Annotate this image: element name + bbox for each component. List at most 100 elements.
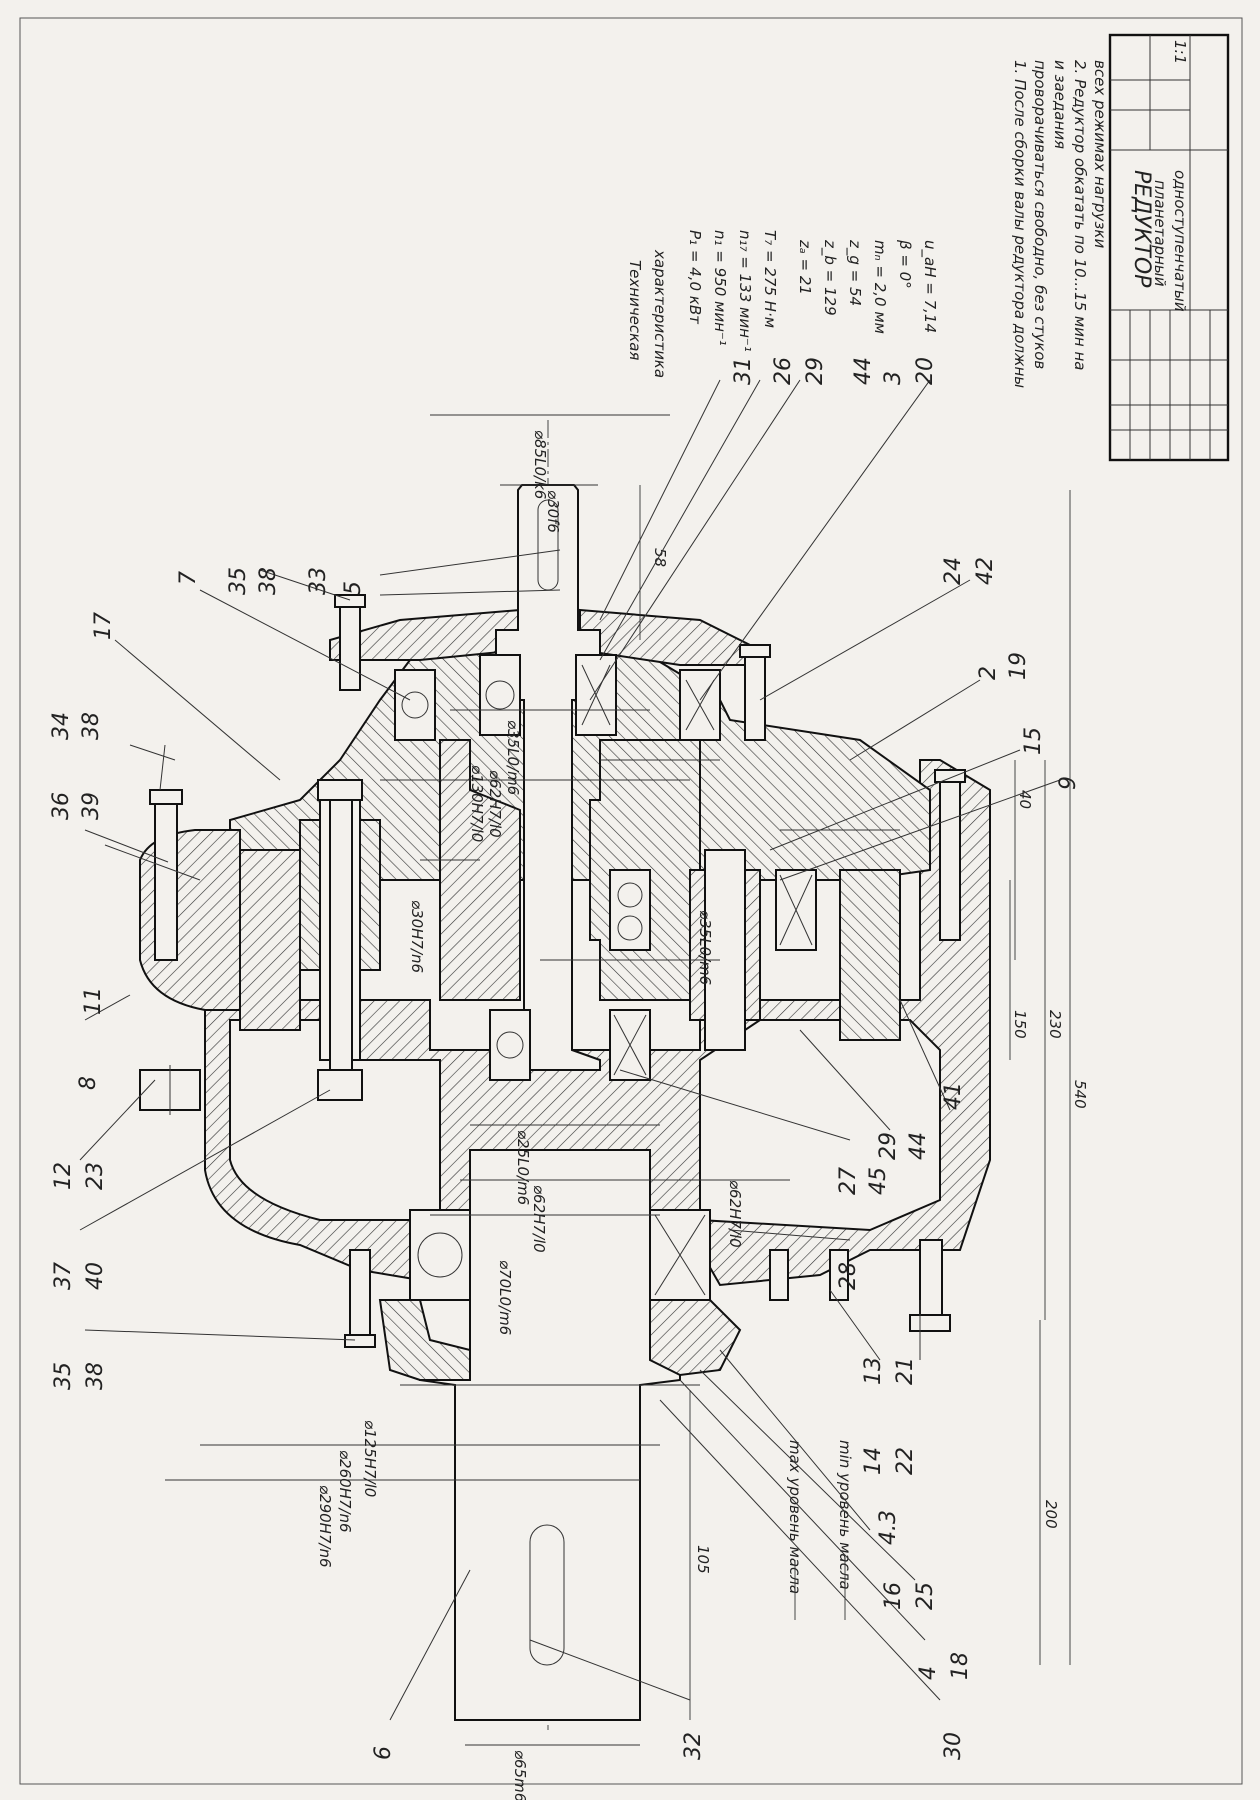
callouts-top: 36 39 34 38 17 7 35 38 33 5 <box>49 567 366 820</box>
dim-25: ⌀25L0/m6 <box>514 1130 532 1205</box>
dimension-lines <box>165 414 1071 1746</box>
callout-36: 36 <box>49 792 74 820</box>
callout-9: 9 <box>1056 776 1081 790</box>
dim-35-m6b: ⌀35L0/m6 <box>696 910 714 985</box>
dim-40: 40 <box>1016 790 1034 809</box>
output-keyway <box>529 1524 565 1666</box>
dim-540: 540 <box>1071 1080 1089 1109</box>
note-line-1: проворачиваться свободно, без стуков <box>1031 60 1049 369</box>
callouts-left: 11 8 12 23 37 40 35 38 <box>51 987 108 1390</box>
callout-40: 40 <box>83 1262 108 1290</box>
input-shaft <box>495 484 601 1071</box>
housing-cavity <box>229 1019 441 1221</box>
title-subtitle-1: планетарный <box>1151 180 1169 287</box>
callout-6: 6 <box>371 1746 396 1760</box>
planet-axle-nut <box>317 1069 363 1101</box>
callout-27: 27 <box>836 1167 861 1195</box>
note-line-2: и заедания <box>1051 60 1069 149</box>
note-line-3: 2. Редуктор обкатать по 10...15 мин на <box>1071 60 1089 370</box>
callout-35a: 35 <box>226 567 251 595</box>
callout-7: 7 <box>176 571 201 585</box>
title-block: РЕДУКТОР планетарный одноступенчатый 1:1 <box>1108 33 1230 462</box>
callout-20: 20 <box>913 357 938 385</box>
bearing-lower <box>409 1209 711 1301</box>
callout-38c: 38 <box>83 1362 108 1390</box>
callout-2: 2 <box>976 666 1001 680</box>
callout-43: 4.3 <box>876 1510 901 1545</box>
callout-24: 24 <box>941 557 966 585</box>
tech-row-1: n₁ = 950 мин⁻¹ <box>711 230 729 346</box>
note-line-0: 1. После сборки валы редуктора должны <box>1011 60 1029 388</box>
dim-62-c: ⌀62H7/l0 <box>726 1180 744 1248</box>
callout-17: 17 <box>91 612 116 640</box>
callout-33: 33 <box>306 567 331 595</box>
dim-150: 150 <box>1011 1010 1029 1039</box>
dim-125: ⌀125H7/l0 <box>361 1420 379 1497</box>
callouts-bottom: 41 29 44 27 45 28 13 21 14 22 4.3 16 25 … <box>371 1082 973 1760</box>
bearing-middle <box>489 869 817 1081</box>
tech-row-2: n₁₇ = 133 мин⁻¹ <box>736 230 754 352</box>
callout-44a: 44 <box>851 357 876 385</box>
dim-290: ⌀290H7/n6 <box>316 1485 334 1568</box>
callout-32: 32 <box>681 1732 706 1760</box>
callout-37: 37 <box>51 1262 76 1290</box>
callout-13: 13 <box>861 1357 886 1385</box>
callout-3: 3 <box>881 371 906 385</box>
callout-35b: 35 <box>51 1362 76 1390</box>
planet-right-pin <box>704 849 746 1051</box>
callout-14: 14 <box>861 1447 886 1475</box>
dim-35-m6: ⌀35L0/m6 <box>504 720 522 795</box>
ring-gear-left <box>239 849 301 1031</box>
tech-title-1: Техническая <box>626 260 644 360</box>
callout-29a: 29 <box>803 357 828 385</box>
dim-105: 105 <box>694 1545 712 1574</box>
title-name: РЕДУКТОР <box>1129 170 1154 288</box>
callout-41: 41 <box>941 1082 966 1110</box>
tech-row-4: zₐ = 21 <box>796 239 814 295</box>
tech-row-6: z_g = 54 <box>845 239 864 306</box>
tech-row-0: P₁ = 4,0 кВт <box>686 230 704 325</box>
callout-30: 30 <box>941 1732 966 1760</box>
dim-230: 230 <box>1046 1010 1064 1039</box>
leader-lines <box>79 379 1061 1721</box>
oil-max: max уровень масла <box>786 1440 804 1594</box>
oil-levels: max уровень масла min уровень масла <box>786 1440 854 1620</box>
callout-5: 5 <box>341 581 366 595</box>
oil-plug <box>139 1065 201 1115</box>
dim-260: ⌀260H7/n6 <box>336 1450 354 1533</box>
sheet-frame <box>19 17 1243 1785</box>
callout-45: 45 <box>866 1167 891 1195</box>
callouts-right: 31 26 29 44 3 20 24 42 2 19 15 9 <box>731 357 1081 790</box>
dim-200: 200 <box>1042 1500 1060 1529</box>
callout-25: 25 <box>913 1582 938 1610</box>
dim-62-a: ⌀62H7/l0 <box>486 770 504 838</box>
callout-11: 11 <box>81 987 106 1015</box>
planet-axle-head <box>317 779 363 801</box>
carrier <box>439 739 521 1001</box>
callout-39: 39 <box>79 792 104 820</box>
dim-62-b: ⌀62H7/l0 <box>530 1185 548 1253</box>
callout-34: 34 <box>49 712 74 740</box>
title-subtitle-2: одноступенчатый <box>1171 170 1189 312</box>
tech-row-7: mₙ = 2,0 мм <box>871 240 889 334</box>
housing-cavity-right <box>699 1019 941 1232</box>
tech-row-3: T₇ = 275 Н·м <box>761 230 779 328</box>
callout-29b: 29 <box>876 1132 901 1160</box>
callout-26: 26 <box>771 357 796 385</box>
dim-30-n6: ⌀30H7/n6 <box>408 900 426 973</box>
callout-23: 23 <box>83 1162 108 1190</box>
bearing-top <box>394 654 721 741</box>
dim-30f6: ⌀30f6 <box>544 490 562 533</box>
dim-130: ⌀130H7/l0 <box>468 765 486 842</box>
dimension-texts: ⌀85L0/k6 ⌀30f6 58 ⌀35L0/m6 ⌀62H7/l0 ⌀130… <box>316 430 1089 1800</box>
callout-31: 31 <box>731 357 756 385</box>
notes: 1. После сборки валы редуктора должны пр… <box>1011 60 1109 388</box>
callout-18: 18 <box>948 1652 973 1680</box>
callout-16: 16 <box>881 1582 906 1610</box>
tech-row-9: u_aH = 7,14 <box>920 240 939 333</box>
callout-42: 42 <box>973 557 998 585</box>
callout-38b: 38 <box>256 567 281 595</box>
title-sheet: 1:1 <box>1171 40 1189 64</box>
oil-min: min уровень масла <box>836 1440 854 1590</box>
